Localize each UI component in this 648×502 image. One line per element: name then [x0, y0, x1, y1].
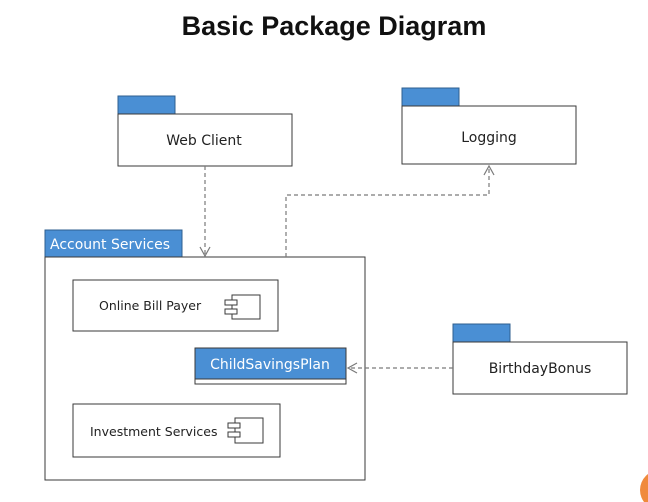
- package-tab: [117, 95, 176, 115]
- package-tab: [452, 323, 511, 343]
- package-logging: Logging: [401, 87, 577, 165]
- component-online-bill-payer: Online Bill Payer: [72, 279, 279, 332]
- class-label: ChildSavingsPlan: [210, 357, 330, 373]
- package-body: [401, 105, 577, 165]
- diagram-title: Basic Package Diagram: [182, 11, 487, 41]
- package-birthday-bonus: BirthdayBonus: [452, 323, 628, 395]
- component-investment-services: Investment Services: [72, 403, 281, 458]
- package-web-client: Web Client: [117, 95, 293, 167]
- package-label: Account Services: [50, 237, 170, 253]
- package-label: BirthdayBonus: [489, 361, 592, 377]
- package-label: Logging: [461, 130, 517, 146]
- package-label: Web Client: [166, 133, 242, 149]
- component-label: Online Bill Payer: [99, 298, 202, 313]
- dependency-birthdaybonus-to-childsavingsplan: [346, 362, 453, 374]
- component-icon: [224, 294, 261, 320]
- package-body: [117, 113, 293, 167]
- class-child-savings-plan: ChildSavingsPlan: [194, 347, 347, 385]
- component-label: Investment Services: [90, 424, 217, 439]
- class-compartment: [194, 378, 347, 385]
- component-icon: [227, 417, 264, 444]
- package-tab: [401, 87, 460, 107]
- package-account-services: Account Services Online Bill Payer Child…: [44, 229, 366, 481]
- dependency-accountservices-to-logging: [285, 164, 495, 257]
- corner-badge: [640, 474, 648, 502]
- package-body: [452, 341, 628, 395]
- dependency-webclient-to-accountservices: [199, 166, 211, 258]
